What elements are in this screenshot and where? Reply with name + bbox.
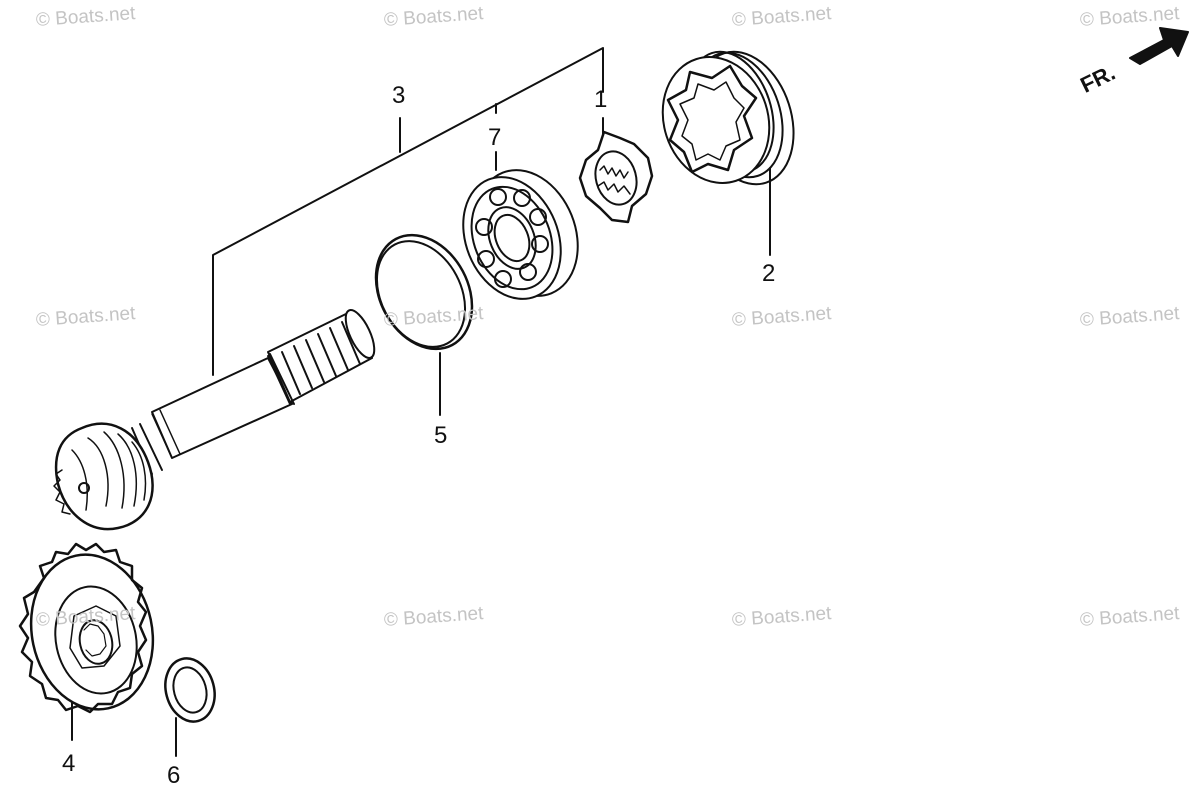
- pinion-shaft-part-3: [53, 309, 376, 531]
- callout-2: 2: [762, 260, 776, 287]
- callout-3: 3: [392, 82, 406, 109]
- ring-nut-part-2: [661, 50, 795, 186]
- callout-1: 1: [594, 86, 608, 113]
- front-arrow-icon: [1129, 27, 1189, 65]
- assembly-bracket-3: [212, 47, 604, 376]
- callout-6: 6: [167, 762, 181, 789]
- washer-part-6: [164, 657, 216, 723]
- bearing-part-7: [462, 169, 579, 300]
- shim-part-5: [374, 233, 474, 351]
- lock-nut-part-1: [578, 130, 654, 224]
- callout-5: 5: [434, 422, 448, 449]
- bevel-gear-part-4: [18, 542, 155, 714]
- callout-7: 7: [488, 124, 502, 151]
- callout-4: 4: [62, 750, 76, 777]
